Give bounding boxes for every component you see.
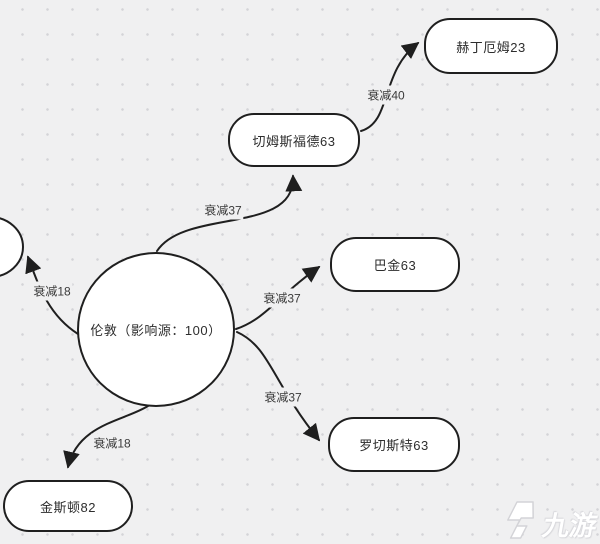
- edge-label-decay: 衰减18: [91, 433, 133, 453]
- node-offscreen-left[interactable]: [0, 217, 24, 277]
- edge-london-kingston: [63, 405, 149, 469]
- node-chelmsford[interactable]: 切姆斯福德63: [228, 113, 360, 167]
- node-rochester[interactable]: 罗切斯特63: [328, 417, 460, 472]
- node-london-source[interactable]: 伦敦（影响源：100）: [77, 252, 235, 407]
- edge-label-decay: 衰减40: [365, 85, 407, 105]
- node-barking[interactable]: 巴金63: [330, 237, 460, 292]
- edge-label-decay: 衰减37: [262, 387, 304, 407]
- node-kingston[interactable]: 金斯顿82: [3, 480, 133, 532]
- edge-label-decay: 衰减37: [261, 288, 303, 308]
- edge-label-decay: 衰减37: [202, 200, 244, 220]
- edge-london-rochester: [236, 331, 321, 442]
- node-hedingham[interactable]: 赫丁厄姆23: [424, 18, 558, 74]
- edge-label-decay: 衰减18: [31, 281, 73, 301]
